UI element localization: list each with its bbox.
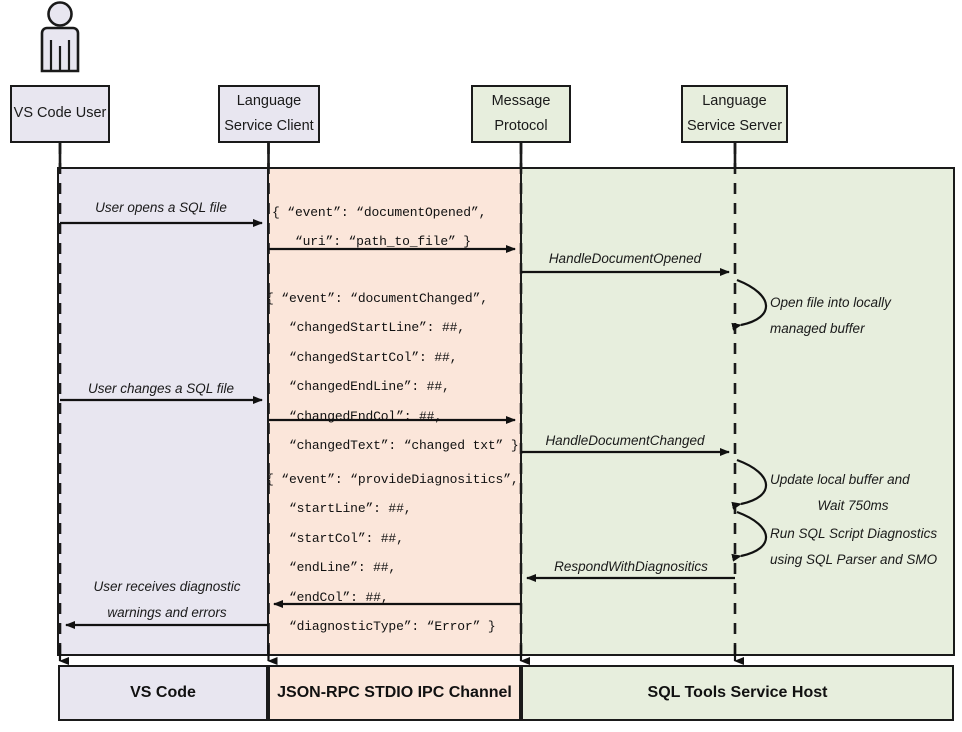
footer-label: JSON-RPC STDIO IPC Channel	[277, 684, 512, 701]
participant-label-line2: Service Server	[686, 118, 783, 134]
note-line2: using SQL Parser and SMO	[770, 552, 938, 568]
footer-service-host[interactable]: SQL Tools Service Host	[521, 665, 954, 721]
participant-label-line1: Message	[491, 92, 551, 109]
arrow-update-buffer-self-loop	[731, 458, 768, 510]
participant-label-line2: Protocol	[494, 118, 548, 134]
arrow-run-diagnostics-self-loop	[731, 510, 768, 562]
label-line2: warnings and errors	[107, 605, 227, 621]
payload-document-opened: { “event”: “documentOpened”, “uri”: “pat…	[272, 205, 487, 250]
payload-provide-diagnositics: { “event”: “provideDiagnositics”, “start…	[266, 472, 519, 634]
participant-vs-code-user[interactable]: VS Code User	[10, 85, 110, 143]
footer-label: VS Code	[130, 684, 196, 701]
participant-message-protocol[interactable]: Message Protocol	[471, 85, 571, 143]
message-label-user-receives-diagnostics: User receives diagnostic warnings and er…	[66, 574, 268, 627]
note-open-file: Open file into locally managed buffer	[770, 290, 960, 343]
note-line1: Run SQL Script Diagnostics	[770, 526, 938, 541]
note-line1: Update local buffer and	[770, 472, 910, 487]
footer-vs-code[interactable]: VS Code	[58, 665, 268, 721]
message-label-user-changes-sql-file: User changes a SQL file	[87, 381, 235, 396]
message-label-handle-document-opened: HandleDocumentOpened	[548, 251, 702, 266]
participant-language-service-client[interactable]: Language Service Client	[218, 85, 320, 143]
vs-code-user-actor	[40, 1, 80, 73]
vs-code-band	[57, 167, 269, 656]
footer-label: SQL Tools Service Host	[647, 684, 828, 701]
message-label-handle-document-changed: HandleDocumentChanged	[545, 433, 705, 448]
participant-language-service-server[interactable]: Language Service Server	[681, 85, 788, 143]
label-line1: User receives diagnostic	[93, 579, 241, 594]
arrow-open-file-self-loop	[731, 278, 768, 331]
note-line2: managed buffer	[770, 321, 865, 337]
message-label-user-opens-sql-file: User opens a SQL file	[95, 200, 227, 215]
message-label-respond-with-diagnositics: RespondWithDiagnositics	[554, 559, 708, 574]
note-run-diagnostics: Run SQL Script Diagnostics using SQL Par…	[770, 521, 960, 574]
participant-label-line2: Service Client	[224, 118, 314, 134]
payload-document-changed: { “event”: “documentChanged”, “changedSt…	[266, 291, 519, 453]
participant-label-line1: Language	[236, 92, 302, 109]
footer-ipc-channel[interactable]: JSON-RPC STDIO IPC Channel	[268, 665, 521, 721]
note-update-buffer: Update local buffer and Wait 750ms	[770, 467, 960, 520]
note-line1: Open file into locally	[770, 295, 891, 310]
note-line2: Wait 750ms	[817, 498, 889, 514]
participant-label-line1: Language	[702, 92, 767, 109]
service-host-band	[520, 167, 955, 656]
participant-label-line1: VS Code User	[13, 105, 107, 122]
